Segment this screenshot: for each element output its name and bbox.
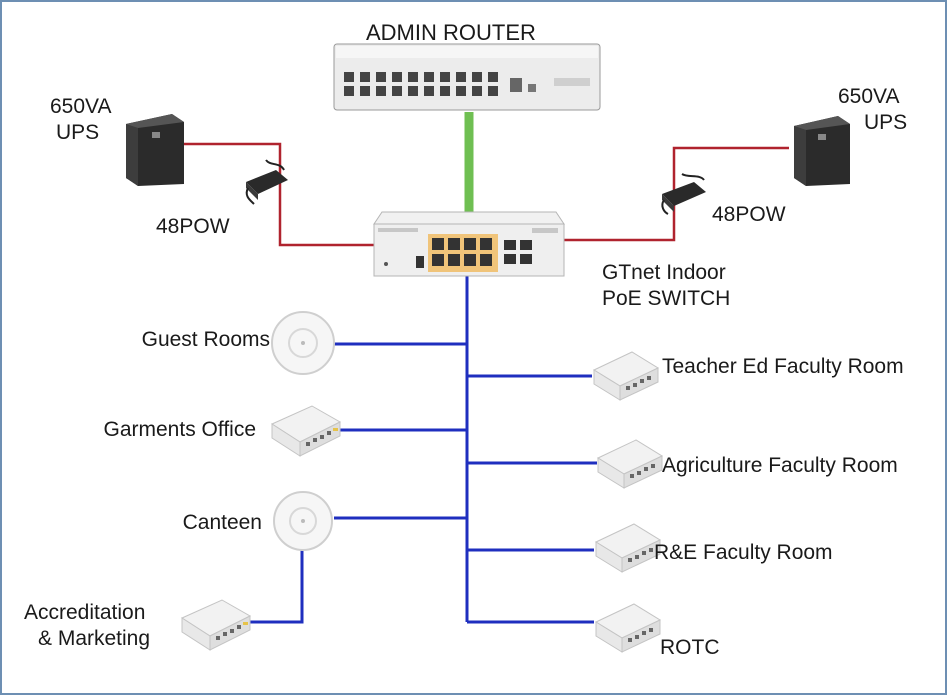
desktop-switch-icon — [596, 439, 664, 489]
switch-label-line1: GTnet Indoor — [602, 261, 726, 284]
power-cable-left — [184, 142, 374, 247]
ups-right-label-line2: UPS — [864, 111, 908, 134]
garments-office-label: Garments Office — [103, 418, 257, 441]
power-adapter-icon — [245, 159, 288, 205]
ups-left-label-line2: UPS — [56, 121, 100, 144]
accreditation-label-line2: & Marketing — [38, 627, 151, 650]
desktop-switch-icon — [594, 603, 662, 653]
ups-icon — [794, 116, 850, 186]
cable-accreditation — [250, 550, 304, 624]
desktop-switch-icon — [594, 523, 662, 573]
ceiling-access-point-icon — [273, 491, 333, 551]
power-adapter-icon — [661, 173, 706, 215]
ceiling-access-point-icon — [271, 311, 335, 375]
teacher-ed-label: Teacher Ed Faculty Room — [662, 355, 904, 378]
ups-right-label-line1: 650VA — [838, 85, 900, 108]
desktop-switch-icon — [270, 405, 342, 457]
switch-label-line2: PoE SWITCH — [602, 287, 731, 310]
rotc-label: ROTC — [660, 636, 720, 659]
poe-switch-icon — [373, 211, 565, 277]
pow-right-label: 48POW — [712, 203, 786, 226]
guest-rooms-label: Guest Rooms — [141, 328, 270, 351]
router-label: ADMIN ROUTER — [366, 20, 536, 45]
desktop-switch-icon — [180, 599, 252, 651]
pow-left-label: 48POW — [156, 215, 230, 238]
ups-left-label-line1: 650VA — [50, 95, 112, 118]
ups-icon — [126, 114, 184, 186]
desktop-switch-icon — [592, 351, 660, 401]
rack-router-icon — [333, 43, 601, 111]
agriculture-label: Agriculture Faculty Room — [662, 454, 898, 477]
canteen-label: Canteen — [182, 511, 262, 534]
accreditation-label-line1: Accreditation — [24, 601, 146, 624]
re-faculty-label: R&E Faculty Room — [654, 541, 833, 564]
